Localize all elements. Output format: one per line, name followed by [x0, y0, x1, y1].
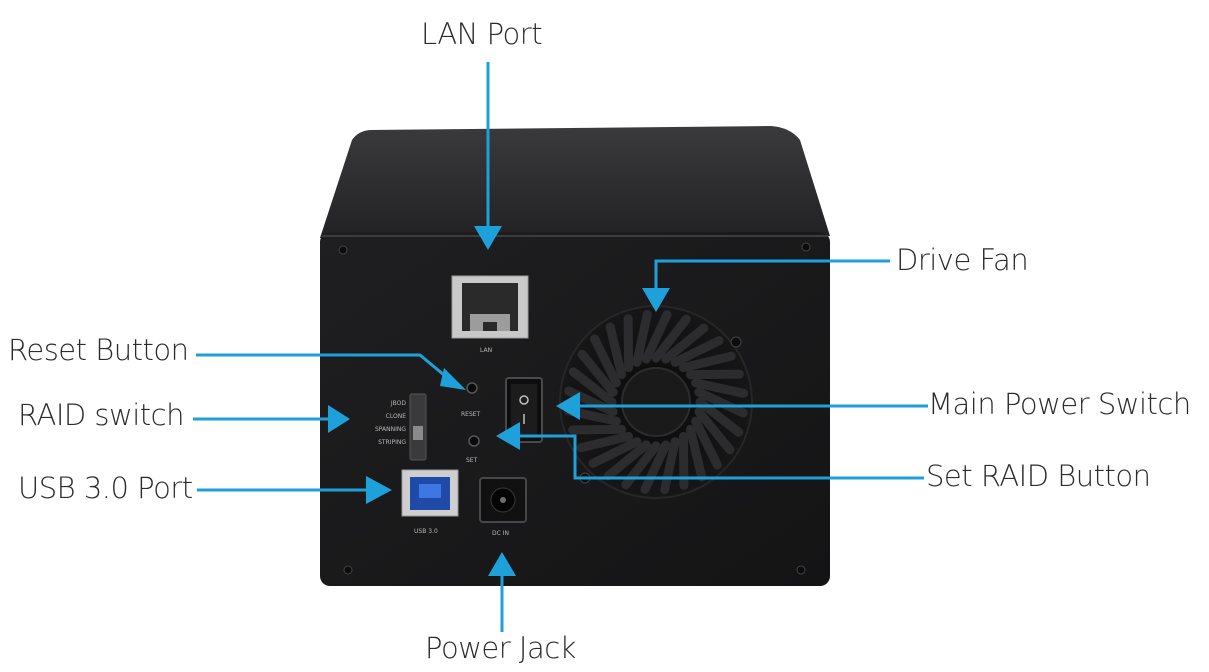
drive-fan-label: Drive Fan: [896, 243, 1029, 277]
callout-arrows: [193, 62, 928, 632]
fan-slot: [577, 349, 618, 397]
enclosure-top: [320, 126, 830, 238]
set-raid-button-leader: [520, 434, 924, 480]
set-raid-button-label: Set RAID Button: [926, 459, 1151, 493]
reset-marking: RESET: [461, 411, 481, 418]
fan-slot: [685, 424, 707, 482]
fan-slot: [641, 310, 672, 364]
arrowhead: [440, 368, 466, 390]
fan-hub: [621, 367, 691, 437]
raid-switch-label: RAID switch: [18, 398, 185, 432]
fan-slot: [640, 440, 671, 494]
fan-slot: [651, 314, 691, 363]
arrowhead: [642, 288, 670, 312]
main-power-switch-label: Main Power Switch: [928, 387, 1191, 421]
reset-pinhole: [466, 382, 478, 394]
drive-fan-leader: [654, 259, 890, 290]
raid-switch: [409, 393, 427, 461]
fan-slot: [685, 369, 744, 380]
raid-mode-marking: STRIPING: [378, 439, 406, 446]
fan-slot: [691, 378, 749, 398]
lan-marking: LAN: [480, 347, 492, 354]
set-pinhole: [468, 435, 480, 447]
usb-port-label: USB 3.0 Port: [18, 471, 193, 505]
fan-slot: [576, 431, 634, 453]
arrowhead: [488, 552, 516, 576]
fan-slot: [691, 416, 722, 470]
arrowhead: [496, 422, 520, 450]
fan-slot: [588, 437, 642, 468]
screw-bottom-right: [796, 565, 806, 575]
lan-port: [451, 275, 529, 339]
arrowhead: [474, 226, 502, 250]
fan-slot: [678, 351, 736, 373]
screw-top-left: [338, 245, 348, 255]
fan-slot: [568, 424, 627, 435]
power-jack-label: Power Jack: [425, 631, 576, 665]
screw-bottom-left: [343, 565, 353, 575]
fan-slot: [632, 309, 652, 367]
fan-slot: [603, 440, 651, 481]
fan-slot: [568, 367, 617, 407]
fan-slot: [623, 314, 634, 373]
reset-button-label: Reset Button: [8, 333, 189, 367]
fan-slot: [661, 323, 709, 364]
usb-marking: USB 3.0: [414, 528, 438, 535]
reset-button-leader: [196, 353, 451, 382]
arrowhead: [556, 392, 580, 420]
lan-port-label: LAN Port: [421, 17, 543, 51]
fan-slot: [590, 334, 621, 388]
dc-jack: [479, 477, 527, 523]
arrowhead: [366, 476, 392, 504]
arrowhead: [328, 405, 350, 433]
set-marking: SET: [466, 457, 478, 464]
panel-markings: LAN RESET SET USB 3.0 DC IN JBOD CLONE S…: [375, 347, 509, 537]
fan-screw: [730, 336, 742, 348]
fan-slot: [694, 387, 748, 418]
fan-slot: [605, 322, 627, 380]
fan-slot: [670, 336, 724, 367]
dc-in-marking: DC IN: [492, 530, 509, 537]
fan-slot: [694, 407, 735, 455]
fan-grille: [559, 305, 753, 499]
raid-mode-marking: CLONE: [386, 413, 407, 420]
usb3-port: [401, 469, 459, 517]
arrowheads: [328, 226, 670, 576]
raid-mode-marking: JBOD: [390, 400, 407, 407]
screw-top-right: [801, 242, 811, 252]
fan-slot: [660, 437, 680, 495]
raid-mode-marking: SPANNING: [375, 426, 406, 433]
